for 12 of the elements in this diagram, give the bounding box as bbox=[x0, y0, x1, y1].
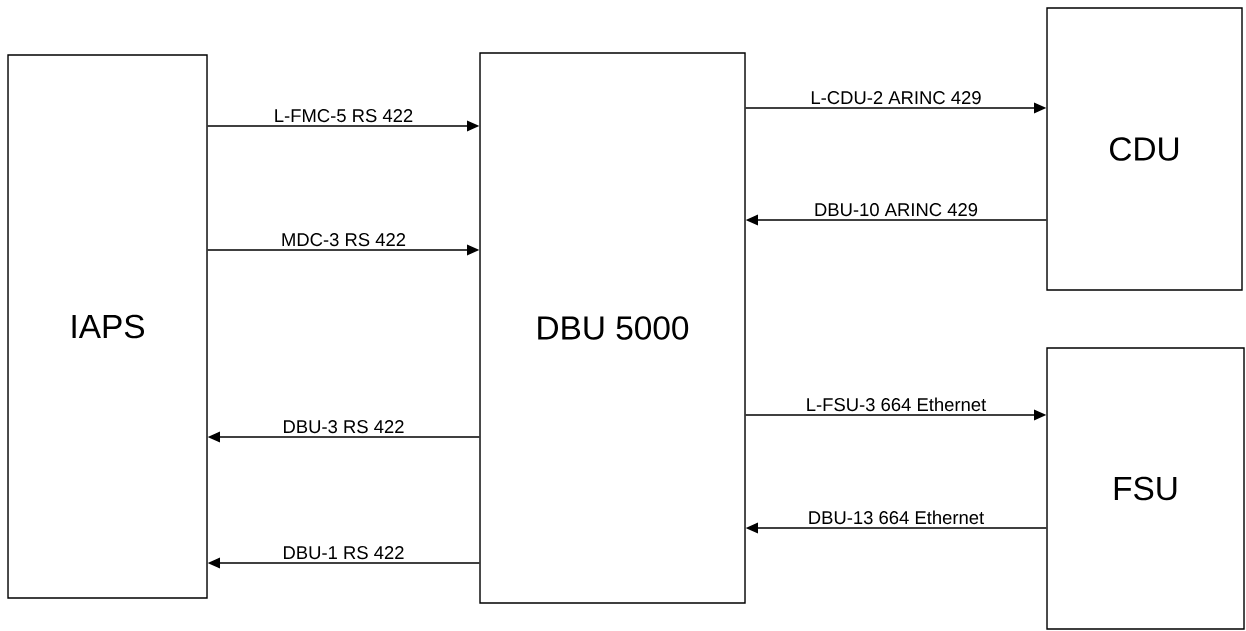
unit-box: FSU bbox=[1046, 347, 1245, 630]
edge-label: DBU-1 RS 422 bbox=[280, 544, 407, 561]
edge-label: DBU-3 RS 422 bbox=[280, 418, 407, 435]
edge-label: L-FSU-3 664 Ethernet bbox=[804, 395, 988, 413]
unit-box: CDU bbox=[1046, 7, 1243, 291]
unit-box: IAPS bbox=[7, 54, 208, 599]
edge-label: L-FMC-5 RS 422 bbox=[272, 107, 415, 124]
edge-label: L-CDU-2 ARINC 429 bbox=[808, 89, 984, 106]
edge-label: DBU-13 664 Ethernet bbox=[806, 508, 986, 526]
edge-label: DBU-10 ARINC 429 bbox=[812, 201, 980, 218]
unit-box: DBU 5000 bbox=[479, 52, 746, 604]
edge-label: MDC-3 RS 422 bbox=[279, 231, 408, 248]
